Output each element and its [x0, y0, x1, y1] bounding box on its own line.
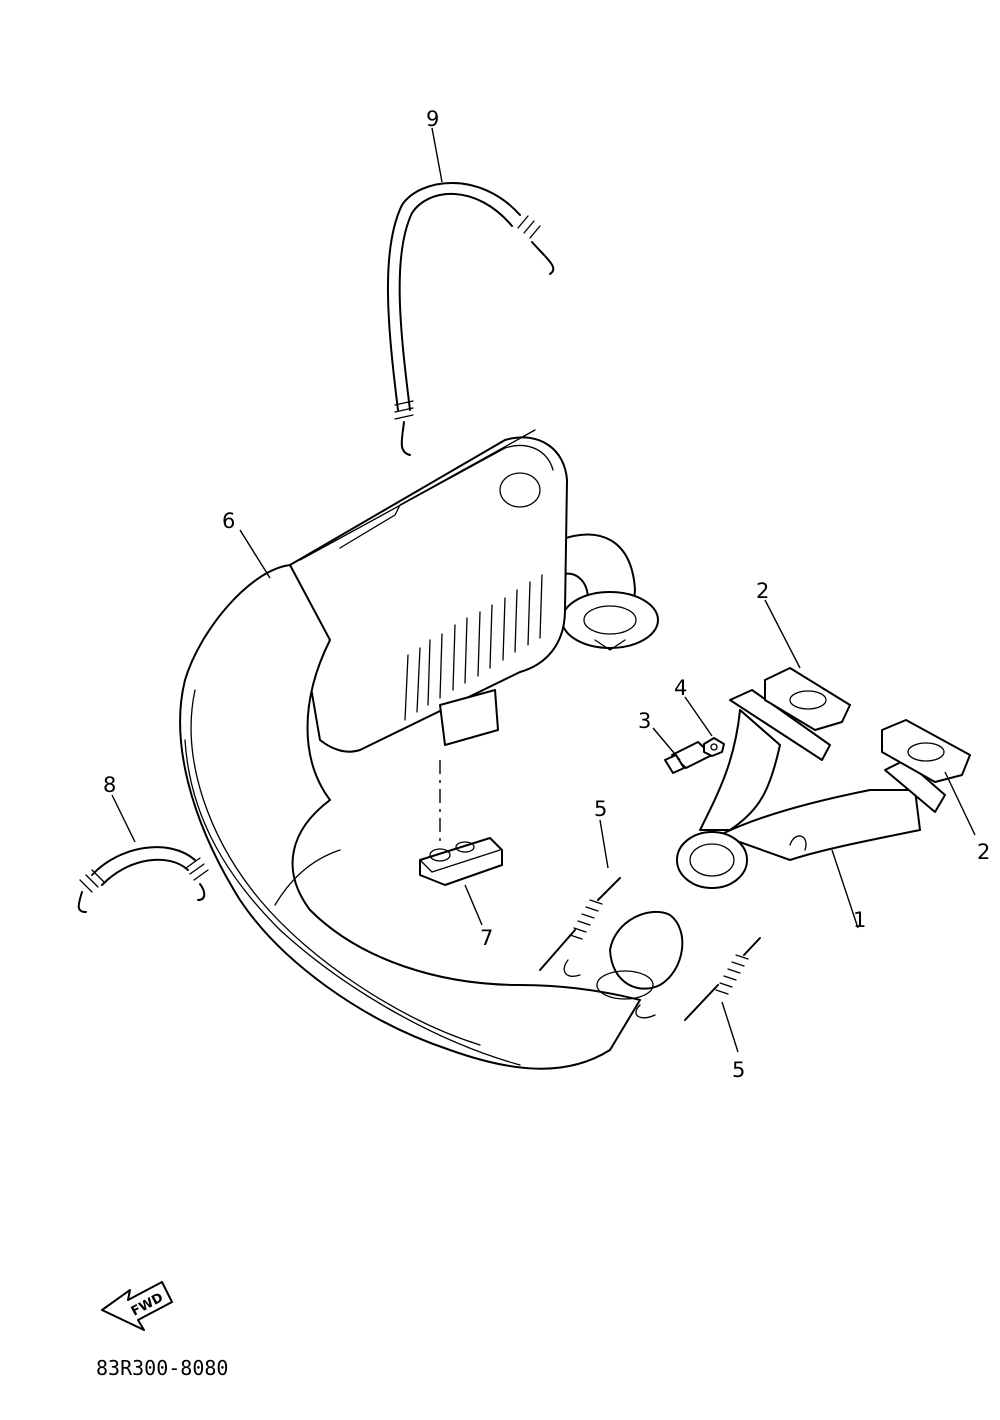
callout-4: 4: [674, 676, 687, 700]
hose-part-8: [77, 846, 209, 913]
callout-5-lower: 5: [732, 1058, 745, 1082]
muffler-part-6: [179, 429, 684, 1070]
callout-2-right: 2: [977, 840, 990, 864]
fwd-arrow: FWD: [101, 1281, 173, 1331]
callout-8: 8: [103, 773, 116, 797]
callout-1: 1: [853, 908, 866, 932]
leader-lines: [111, 127, 976, 1053]
spring-part-5-lower: [684, 937, 761, 1021]
damper-part-7: [419, 760, 503, 886]
callout-3: 3: [638, 709, 651, 733]
y-pipe-part-1: [676, 689, 946, 889]
diagram-code: 83R300-8080: [96, 1356, 228, 1380]
nut-part-4: [703, 737, 725, 757]
spring-part-5-upper: [539, 877, 621, 971]
callout-6: 6: [222, 509, 235, 533]
callout-7: 7: [480, 926, 493, 950]
gasket-part-2-left: [764, 667, 851, 731]
callout-2-left: 2: [756, 579, 769, 603]
hose-part-9: [386, 182, 555, 456]
callout-9: 9: [426, 107, 439, 131]
callout-5-upper: 5: [594, 797, 607, 821]
gasket-part-2-right: [881, 719, 971, 783]
